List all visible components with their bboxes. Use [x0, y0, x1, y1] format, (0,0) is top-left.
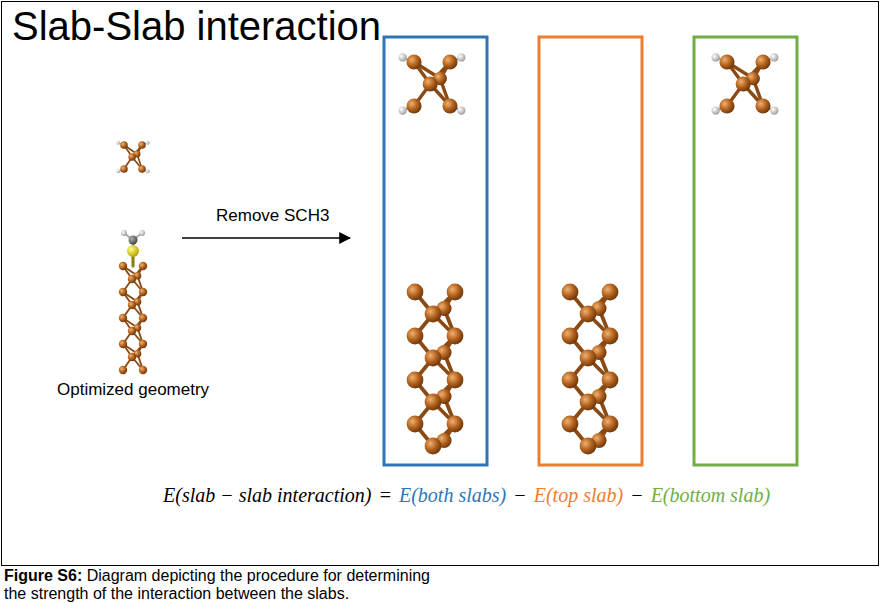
atom — [138, 165, 146, 173]
slab — [399, 53, 466, 114]
equation-term: − — [630, 484, 644, 507]
atom — [602, 372, 619, 389]
atom — [116, 169, 120, 173]
slide-border — [2, 2, 879, 566]
atom — [736, 76, 751, 91]
atom — [447, 372, 464, 389]
slab — [562, 284, 619, 455]
atom — [128, 153, 136, 161]
bottom-slab-box — [694, 37, 797, 465]
atom — [562, 328, 579, 345]
atom — [755, 54, 770, 69]
atom — [121, 230, 127, 236]
atom — [128, 327, 136, 335]
atom — [407, 284, 424, 301]
atom — [139, 262, 147, 270]
atom — [562, 372, 579, 389]
atom — [119, 366, 127, 374]
label: Remove SCH3 — [216, 206, 329, 226]
atom — [146, 169, 150, 173]
atom — [407, 372, 424, 389]
atom — [138, 141, 146, 149]
atom — [457, 106, 465, 114]
slab — [116, 141, 149, 174]
atom — [139, 288, 147, 296]
atom — [447, 284, 464, 301]
atom — [119, 262, 127, 270]
atom — [442, 54, 457, 69]
atom — [399, 106, 407, 114]
atom — [129, 236, 138, 245]
atom — [562, 416, 579, 433]
caption: Figure S6: Diagram depicting the procedu… — [4, 567, 449, 603]
atom — [406, 54, 421, 69]
atom — [139, 314, 147, 322]
atom — [770, 106, 778, 114]
atom — [442, 98, 457, 113]
atom — [580, 394, 597, 411]
atom — [580, 438, 597, 455]
equation-term: − — [513, 484, 527, 507]
atom — [425, 306, 442, 323]
atom — [602, 416, 619, 433]
atom — [116, 141, 120, 145]
atom — [423, 76, 438, 91]
slab — [119, 230, 147, 374]
top-slab-box — [539, 37, 642, 465]
atom — [128, 275, 136, 283]
atom — [447, 416, 464, 433]
atom — [712, 53, 720, 61]
atom — [580, 306, 597, 323]
atom — [580, 350, 597, 367]
atom — [399, 53, 407, 61]
atom — [407, 416, 424, 433]
atom — [139, 340, 147, 348]
atom — [755, 98, 770, 113]
atom — [719, 98, 734, 113]
molecules — [116, 53, 778, 454]
atom — [712, 106, 720, 114]
equation-term: = — [378, 484, 392, 507]
both-slabs-box — [384, 37, 487, 465]
equation-term: E(both slabs) — [399, 484, 506, 507]
atom — [128, 353, 136, 361]
atom — [128, 301, 136, 309]
atom — [146, 141, 150, 145]
equation-term: E(top slab) — [534, 484, 623, 507]
atom — [119, 314, 127, 322]
atom — [407, 328, 424, 345]
equation: E(slab − slab interaction) = E(both slabs)… — [163, 484, 770, 507]
equation-term: E(slab − slab interaction) — [163, 484, 371, 507]
atom — [139, 366, 147, 374]
atom — [120, 141, 128, 149]
atom — [770, 53, 778, 61]
title: Slab-Slab interaction — [12, 4, 381, 49]
atom — [457, 53, 465, 61]
atom — [425, 394, 442, 411]
atom — [447, 328, 464, 345]
atom — [562, 284, 579, 301]
atom — [119, 288, 127, 296]
atom — [406, 98, 421, 113]
atom — [119, 340, 127, 348]
equation-term: E(bottom slab) — [651, 484, 770, 507]
atom — [602, 284, 619, 301]
slab — [407, 284, 464, 455]
atom — [127, 245, 139, 257]
atom — [425, 438, 442, 455]
atom — [120, 165, 128, 173]
slab — [712, 53, 779, 114]
arrow — [182, 237, 350, 239]
atom — [425, 350, 442, 367]
atom — [602, 328, 619, 345]
atom — [719, 54, 734, 69]
atom — [139, 230, 145, 236]
label: Optimized geometry — [57, 380, 209, 400]
